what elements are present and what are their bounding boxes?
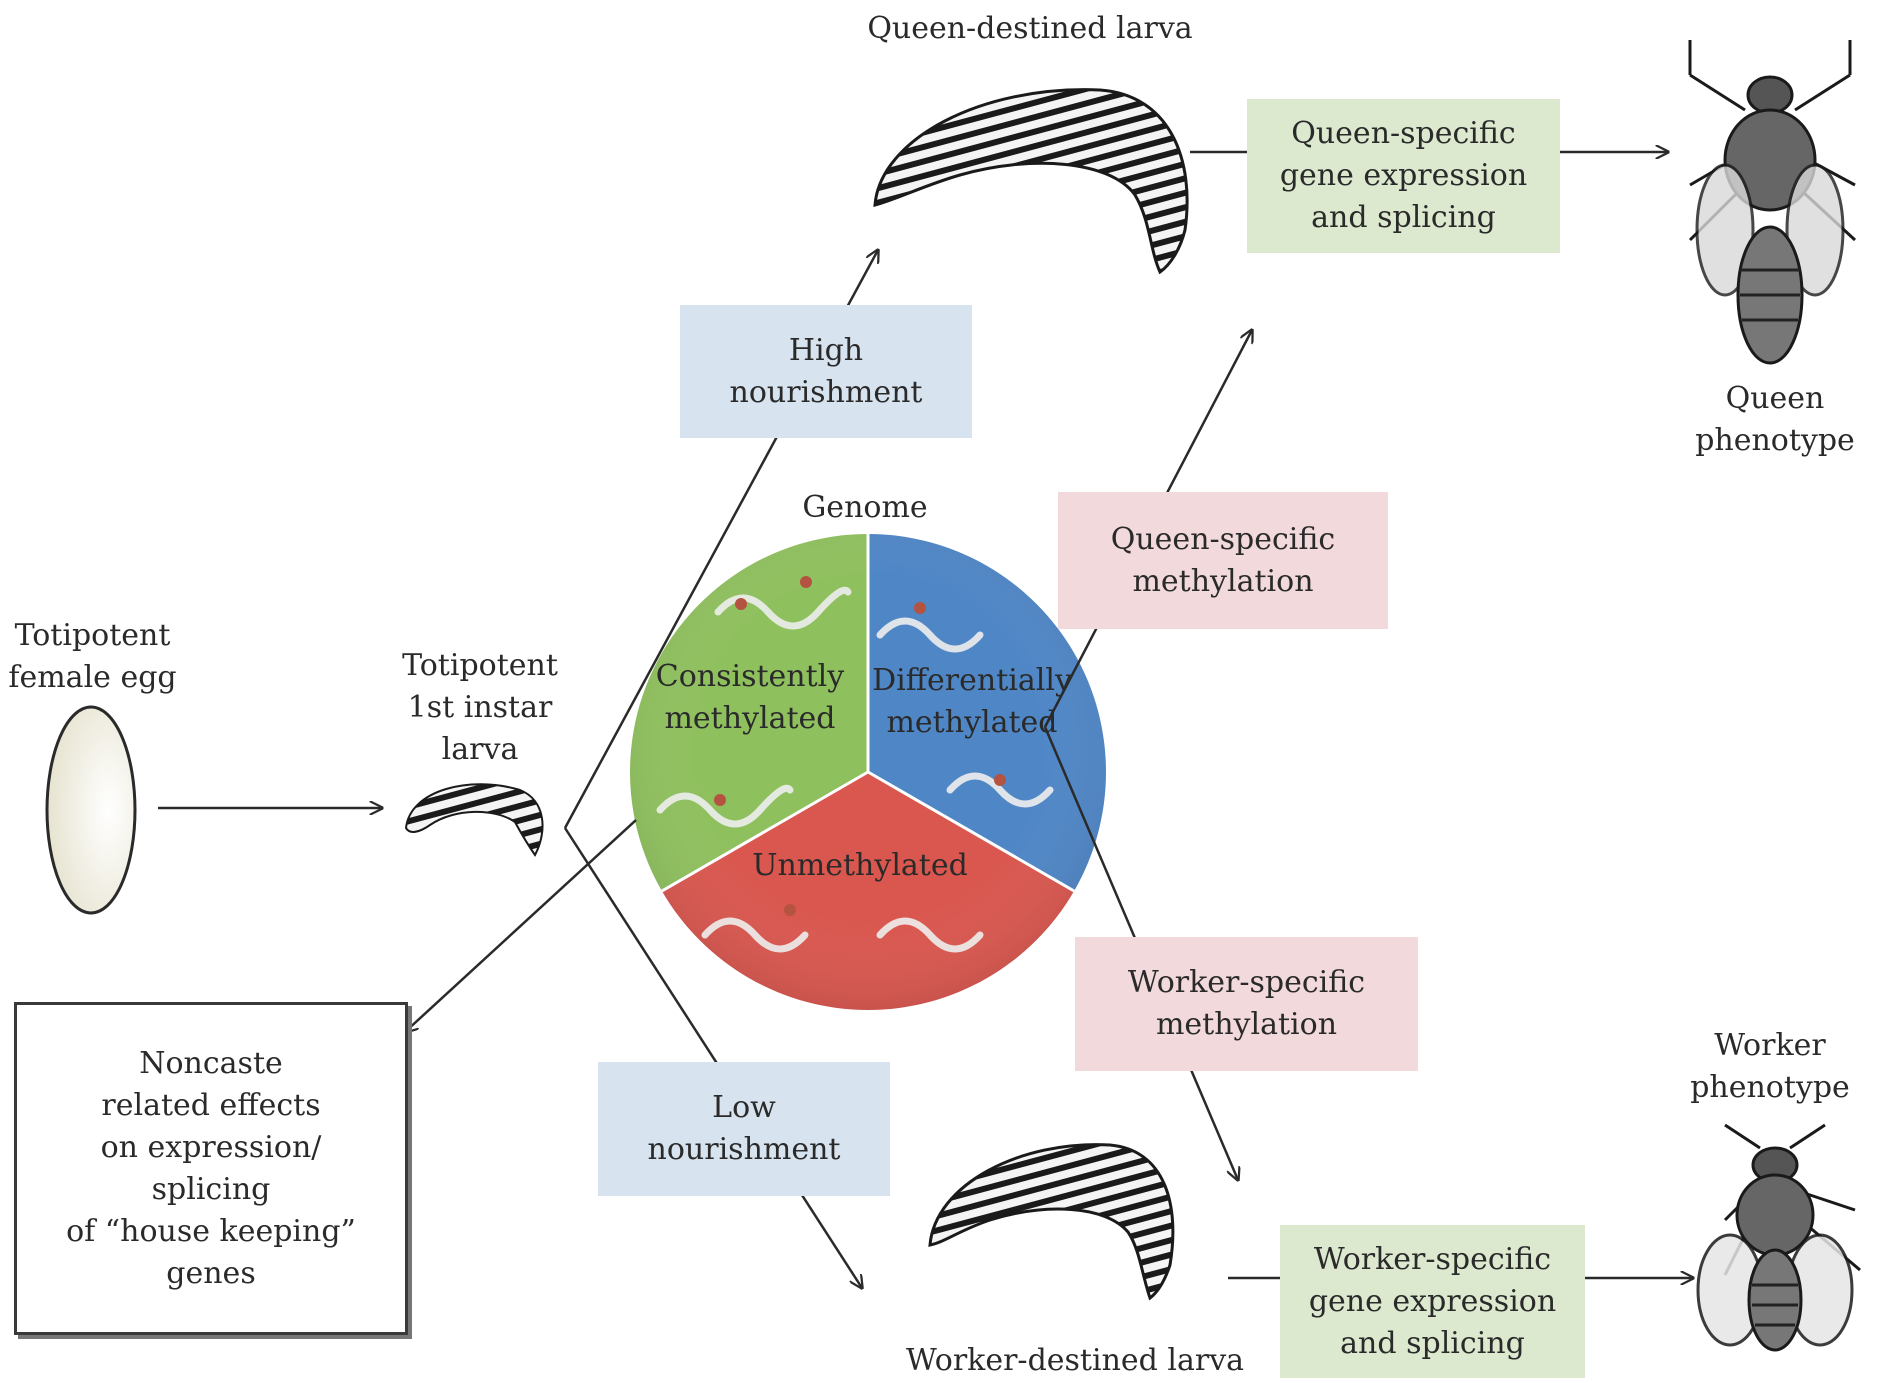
genome-pie-chart — [630, 534, 1106, 1010]
egg-label: Totipotent female egg — [8, 618, 177, 695]
first-instar-label: Totipotent 1st instar larva — [402, 648, 558, 767]
queen-bee-icon — [1688, 40, 1857, 365]
queen-larva-label: Queen-destined larva — [867, 11, 1193, 46]
low-nourishment-box: Low nourishment — [598, 1062, 890, 1196]
pie-label-differentially-methylated: Differentially methylated — [872, 663, 1072, 740]
worker-larva-label: Worker-destined larva — [905, 1343, 1245, 1378]
arrow-to-noncaste-box — [405, 819, 637, 1032]
worker-methylation-box: Worker-specific methylation — [1075, 937, 1418, 1071]
high-nourishment-box: High nourishment — [680, 305, 972, 438]
methyl-group-icon — [714, 576, 1006, 916]
queen-larva-icon — [873, 88, 1189, 275]
worker-expression-box: Worker-specific gene expression and spli… — [1280, 1225, 1585, 1378]
queen-expression-box: Queen-specific gene expression and splic… — [1247, 99, 1560, 253]
pie-label-consistently-methylated: Consistently methylated — [655, 659, 845, 736]
worker-bee-icon — [1696, 1123, 1861, 1352]
noncaste-effects-box: Noncaste related effects on expression/ … — [14, 1002, 408, 1335]
egg-shape — [45, 705, 137, 915]
arrow-to-worker-larva — [563, 827, 862, 1288]
queen-phenotype-label: Queen phenotype — [1695, 381, 1855, 458]
first-instar-larva-icon — [404, 783, 544, 857]
queen-methylation-box: Queen-specific methylation — [1058, 492, 1388, 629]
worker-larva-icon — [928, 1143, 1175, 1301]
pie-label-unmethylated: Unmethylated — [752, 848, 968, 883]
worker-phenotype-label: Worker phenotype — [1690, 1028, 1850, 1105]
genome-label: Genome — [802, 490, 928, 525]
